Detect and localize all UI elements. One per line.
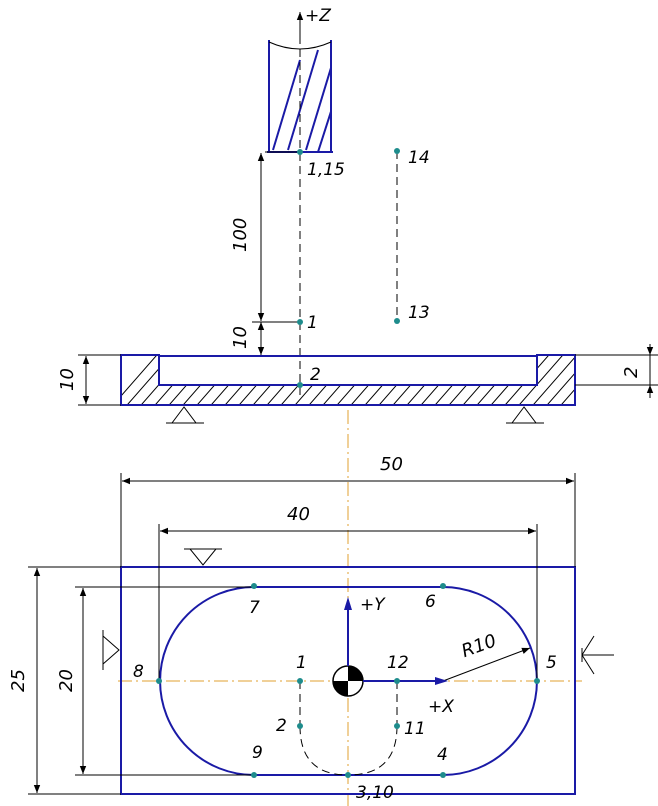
point-2-side bbox=[297, 382, 303, 388]
dimension-10-thickness: 10 bbox=[57, 368, 78, 391]
dimension-40: 40 bbox=[287, 504, 310, 525]
cutting-tool bbox=[267, 40, 333, 153]
path-2-3 bbox=[299, 725, 349, 776]
point-4 bbox=[440, 772, 446, 778]
label-1-15: 1,15 bbox=[307, 160, 345, 180]
tool-flutes bbox=[272, 49, 331, 152]
side-view: +Z 100 10 bbox=[57, 6, 658, 424]
z-axis-label: +Z bbox=[305, 6, 331, 26]
label-8: 8 bbox=[133, 662, 144, 682]
dimension-100: 100 bbox=[230, 218, 251, 252]
point-12 bbox=[394, 678, 400, 684]
label-11: 11 bbox=[404, 719, 426, 739]
point-13 bbox=[394, 318, 400, 324]
dimension-2-depth: 2 bbox=[621, 367, 642, 378]
label-5: 5 bbox=[546, 653, 557, 673]
point-9 bbox=[251, 772, 257, 778]
x-axis-label: +X bbox=[428, 697, 454, 717]
datum-symbol-top bbox=[184, 548, 222, 566]
point-6 bbox=[440, 583, 446, 589]
point-8 bbox=[156, 678, 162, 684]
label-4: 4 bbox=[437, 745, 448, 765]
label-7: 7 bbox=[249, 598, 260, 618]
radius-leader bbox=[442, 647, 531, 682]
label-14: 14 bbox=[408, 148, 430, 168]
point-11 bbox=[394, 723, 400, 729]
dimension-25: 25 bbox=[8, 669, 29, 692]
support-left bbox=[166, 406, 204, 424]
dimension-20: 20 bbox=[56, 669, 77, 692]
label-3-10: 3,10 bbox=[356, 783, 394, 803]
point-14 bbox=[394, 148, 400, 154]
point-3-10 bbox=[345, 772, 351, 778]
label-1-side: 1 bbox=[307, 313, 318, 333]
label-6: 6 bbox=[425, 592, 436, 612]
dimension-10-approach: 10 bbox=[230, 326, 251, 349]
label-1-plan: 1 bbox=[296, 653, 307, 673]
point-1-15 bbox=[297, 149, 303, 155]
point-7 bbox=[251, 583, 257, 589]
clamp-symbol-right bbox=[581, 635, 614, 675]
part-outline bbox=[120, 566, 576, 795]
label-9: 9 bbox=[252, 743, 263, 763]
dimension-50: 50 bbox=[380, 454, 403, 475]
label-12: 12 bbox=[387, 653, 409, 673]
point-5 bbox=[534, 678, 540, 684]
y-axis-label: +Y bbox=[360, 595, 386, 615]
point-2-plan bbox=[297, 723, 303, 729]
part-section bbox=[120, 354, 576, 406]
label-13: 13 bbox=[408, 303, 430, 323]
label-2-plan: 2 bbox=[276, 716, 287, 736]
point-1-plan bbox=[297, 678, 303, 684]
section-hatching bbox=[121, 355, 575, 405]
plan-view: 50 40 25 20 R10 bbox=[8, 410, 614, 806]
radius-r10: R10 bbox=[459, 630, 499, 662]
origin-symbol bbox=[332, 665, 364, 697]
datum-symbol-left bbox=[102, 630, 120, 670]
point-1-side bbox=[297, 319, 303, 325]
path-11-10 bbox=[347, 725, 398, 776]
support-right bbox=[506, 406, 544, 424]
label-2-side: 2 bbox=[310, 365, 321, 385]
